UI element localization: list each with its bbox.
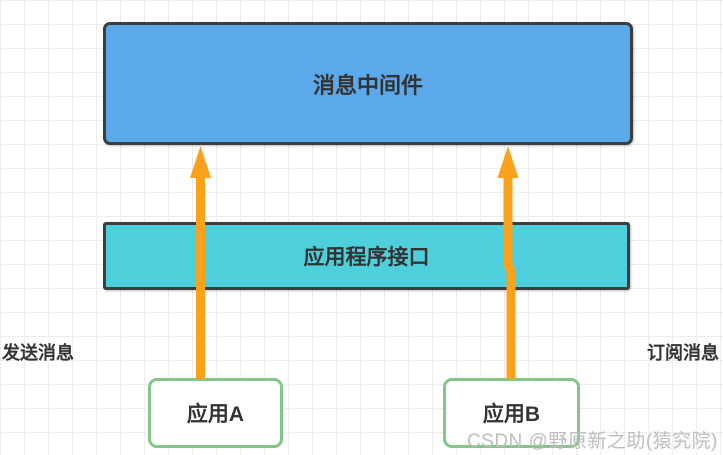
middleware-node: 消息中间件 <box>103 22 633 145</box>
send-message-label: 发送消息 <box>2 343 74 363</box>
csdn-watermark: CSDN @野原新之助(猿究院) <box>466 431 718 452</box>
app-b-label: 应用B <box>482 403 541 426</box>
app-a-label: 应用A <box>186 403 245 426</box>
subscribe-message-label: 订阅消息 <box>647 343 719 363</box>
api-node: 应用程序接口 <box>103 222 630 290</box>
app-a-node: 应用A <box>148 378 283 448</box>
app-b-node: 应用B <box>443 378 580 448</box>
api-label: 应用程序接口 <box>303 246 430 269</box>
middleware-label: 消息中间件 <box>312 72 423 98</box>
